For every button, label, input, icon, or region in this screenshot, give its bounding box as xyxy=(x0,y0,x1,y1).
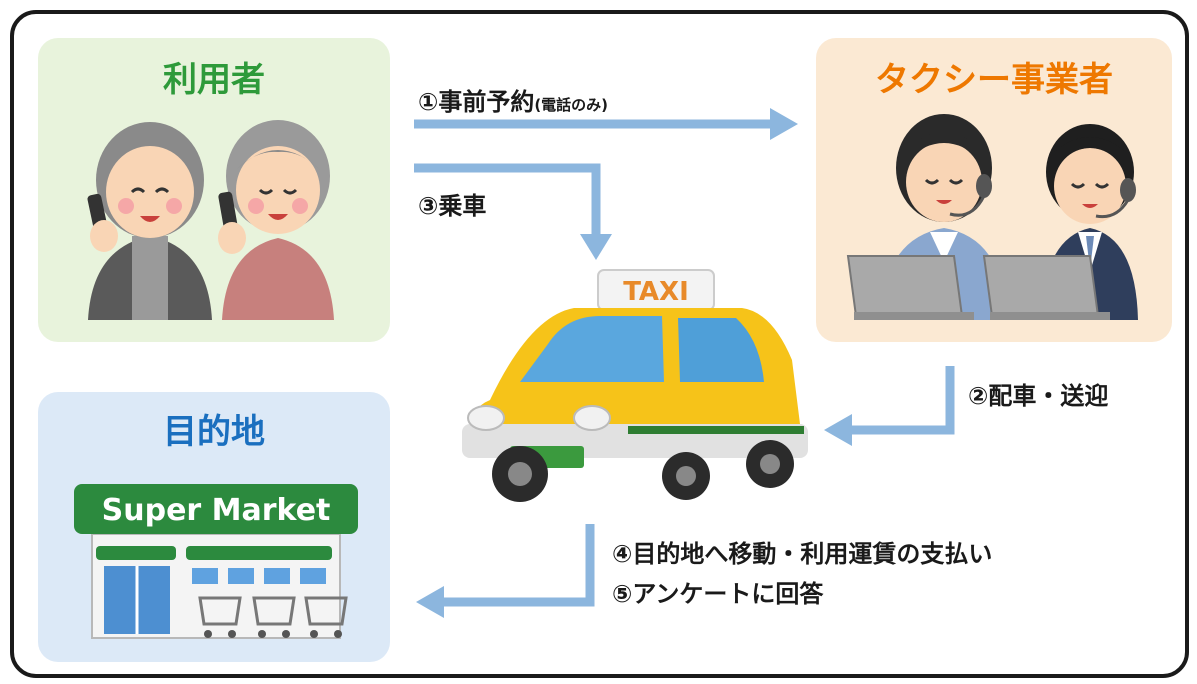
step-travel-payment-label: ④目的地へ移動・利用運賃の支払い xyxy=(612,540,993,568)
destination-title: 目的地 xyxy=(163,412,265,452)
supermarket-illustration: Super Market xyxy=(74,484,358,639)
step-reservation-main: ①事前予約 xyxy=(418,88,535,116)
arrow-boarding xyxy=(414,163,612,260)
step-survey-label: ⑤アンケートに回答 xyxy=(612,580,824,608)
user-title: 利用者 xyxy=(163,60,265,100)
step-reservation-label: ①事前予約(電話のみ) xyxy=(418,82,608,117)
step-boarding-label: ③乗車 xyxy=(418,192,487,220)
step-reservation-note: (電話のみ) xyxy=(534,96,609,114)
arrow-to-destination xyxy=(416,524,595,618)
taxi-operator-title: タクシー事業者 xyxy=(875,60,1113,100)
arrow-dispatch xyxy=(824,366,955,446)
arrow-reservation xyxy=(414,108,798,140)
elderly-couple-illustration xyxy=(87,120,334,320)
step-dispatch-label: ②配車・送迎 xyxy=(968,382,1109,410)
operators-illustration xyxy=(846,114,1138,320)
taxi-illustration: TAXI xyxy=(462,269,808,502)
taxi-roof-sign: TAXI xyxy=(623,277,689,307)
supermarket-sign: Super Market xyxy=(102,493,331,528)
